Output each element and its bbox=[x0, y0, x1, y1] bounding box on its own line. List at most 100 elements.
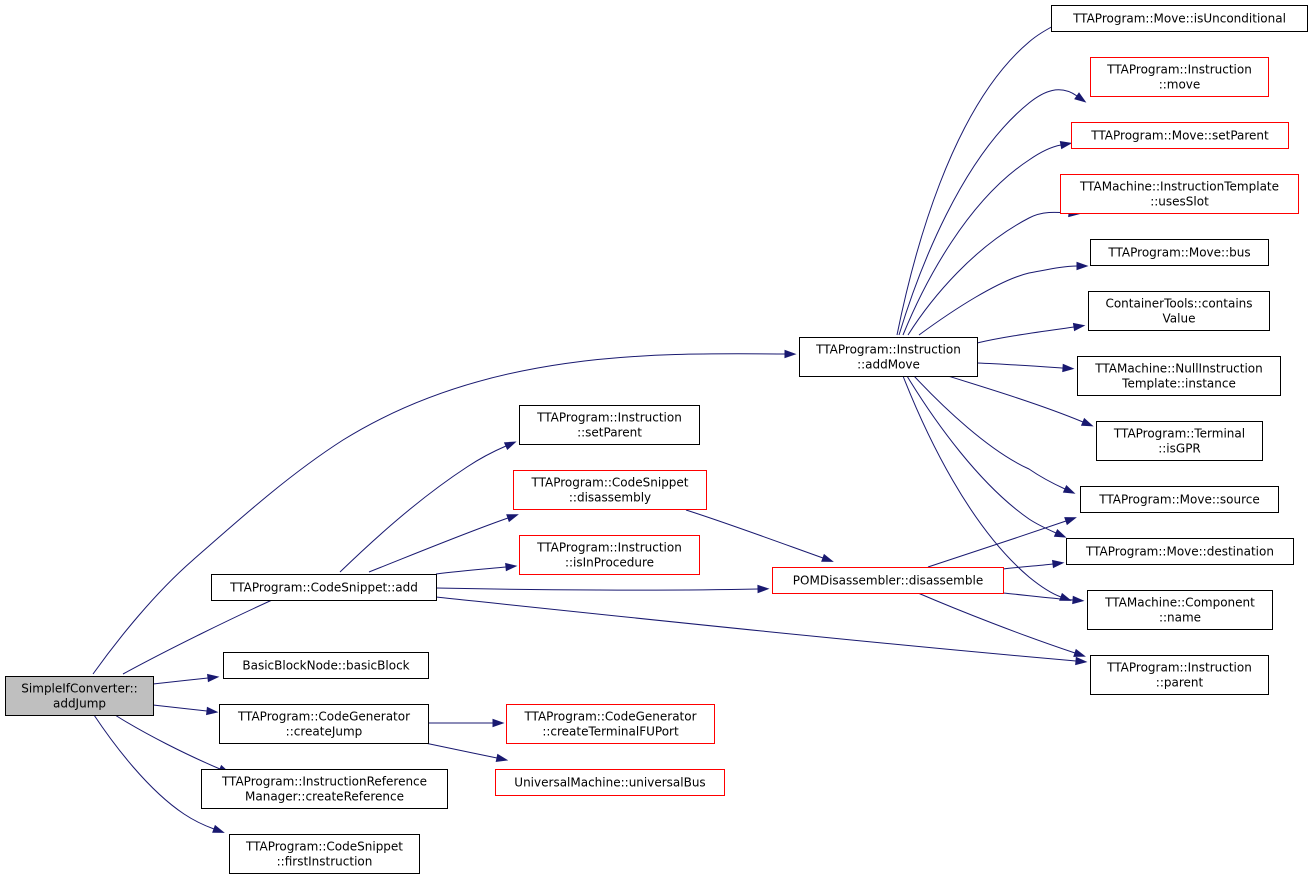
edge-line bbox=[1002, 563, 1054, 570]
edge-line bbox=[152, 677, 209, 685]
node-label-line: ::firstInstruction bbox=[277, 855, 373, 869]
node-box bbox=[1080, 486, 1279, 513]
edge-root-to-bb bbox=[152, 673, 220, 685]
edge-line bbox=[435, 587, 759, 591]
node-label-line: ::createTerminalFUPort bbox=[542, 725, 679, 739]
node-box bbox=[1090, 57, 1269, 97]
edge-pom-to-comp_name bbox=[1002, 592, 1085, 605]
edge-line bbox=[685, 509, 824, 559]
edge-line bbox=[114, 714, 221, 770]
node-label-line: ::isGPR bbox=[1158, 442, 1201, 456]
node-pom[interactable]: POMDisassembler::disassemble bbox=[772, 567, 1004, 594]
node-inst-move[interactable]: TTAProgram::Instruction::move bbox=[1090, 57, 1269, 97]
node-bb[interactable]: BasicBlockNode::basicBlock bbox=[223, 652, 429, 679]
node-label-line: ::usesSlot bbox=[1150, 195, 1209, 209]
edge-root-to-irm bbox=[114, 714, 231, 774]
edge-cs_add-to-pom bbox=[435, 584, 770, 594]
node-label-line: ::createJump bbox=[286, 725, 363, 739]
node-label-line: TTAMachine::Component bbox=[1104, 596, 1255, 610]
edge-addmove-to-move_bus bbox=[918, 261, 1089, 336]
edge-line bbox=[976, 326, 1075, 344]
edge-cg_jump-to-cg_term bbox=[428, 718, 505, 728]
node-cg-term[interactable]: TTAProgram::CodeGenerator::createTermina… bbox=[506, 704, 715, 744]
arrowhead bbox=[1075, 656, 1088, 666]
node-label-line: BasicBlockNode::basicBlock bbox=[242, 659, 409, 673]
edge-line bbox=[92, 353, 786, 675]
edge-addmove-to-comp_name bbox=[902, 375, 1072, 601]
edge-line bbox=[898, 89, 1078, 336]
node-isgpr[interactable]: TTAProgram::Terminal::isGPR bbox=[1096, 421, 1263, 461]
node-label-line: TTAProgram::InstructionReference bbox=[221, 775, 427, 789]
node-move-bus[interactable]: TTAProgram::Move::bus bbox=[1090, 239, 1269, 266]
edge-cs_add-to-inproc bbox=[435, 562, 518, 575]
node-label-line: SimpleIfConverter:: bbox=[21, 682, 137, 696]
edge-line bbox=[917, 592, 1076, 654]
edge-line bbox=[339, 445, 507, 573]
edge-line bbox=[906, 375, 1057, 534]
arrowhead bbox=[821, 553, 834, 562]
arrowhead bbox=[757, 584, 770, 594]
arrowhead bbox=[505, 562, 518, 572]
node-label-line: ::name bbox=[1159, 611, 1201, 625]
arrowhead bbox=[206, 706, 219, 716]
node-move-setparent[interactable]: TTAProgram::Move::setParent bbox=[1071, 122, 1289, 149]
node-label-line: ContainerTools::contains bbox=[1105, 297, 1252, 311]
edge-addmove-to-isgpr bbox=[947, 375, 1094, 427]
edge-pom-to-source bbox=[927, 517, 1077, 568]
node-box bbox=[1060, 174, 1299, 214]
edge-line bbox=[896, 24, 1056, 336]
edge-addmove-to-dest bbox=[906, 375, 1067, 538]
node-inst-setparent[interactable]: TTAProgram::Instruction::setParent bbox=[519, 405, 700, 445]
node-label-line: ::isInProcedure bbox=[565, 556, 654, 570]
node-box bbox=[519, 405, 700, 445]
node-first[interactable]: TTAProgram::CodeSnippet::firstInstructio… bbox=[229, 834, 420, 874]
edge-line bbox=[918, 265, 1078, 336]
edge-addmove-to-isuncond bbox=[896, 19, 1066, 336]
node-label-line: addJump bbox=[53, 697, 106, 711]
node-isuncond[interactable]: TTAProgram::Move::isUnconditional bbox=[1051, 5, 1308, 32]
edge-root-to-cg_jump bbox=[152, 704, 219, 716]
arrowhead bbox=[1053, 528, 1067, 538]
node-label-line: TTAProgram::Move::setParent bbox=[1090, 129, 1269, 143]
edge-pom-to-inst_parent bbox=[917, 592, 1086, 657]
edge-addmove-to-source bbox=[913, 375, 1076, 494]
arrowhead bbox=[503, 441, 517, 451]
node-box bbox=[201, 769, 448, 809]
node-dest[interactable]: TTAProgram::Move::destination bbox=[1066, 538, 1294, 565]
node-inproc[interactable]: TTAProgram::Instruction::isInProcedure bbox=[519, 535, 700, 575]
node-label-line: TTAProgram::Move::source bbox=[1098, 493, 1260, 507]
node-label-line: TTAProgram::CodeSnippet::add bbox=[229, 581, 418, 595]
node-box bbox=[799, 337, 978, 377]
edge-line bbox=[927, 520, 1067, 568]
node-ubus[interactable]: UniversalMachine::universalBus bbox=[495, 769, 725, 796]
node-inst-parent[interactable]: TTAProgram::Instruction::parent bbox=[1090, 655, 1269, 695]
edges-layer bbox=[92, 19, 1094, 833]
edge-line bbox=[93, 714, 215, 830]
node-nullit[interactable]: TTAMachine::NullInstructionTemplate::ins… bbox=[1077, 356, 1281, 396]
node-label-line: Template::instance bbox=[1121, 377, 1236, 391]
node-box bbox=[219, 704, 429, 744]
node-comp-name[interactable]: TTAMachine::Component::name bbox=[1087, 590, 1273, 630]
edge-root-to-addmove bbox=[92, 349, 797, 675]
node-label-line: TTAProgram::Instruction bbox=[1106, 63, 1252, 77]
node-cs-add[interactable]: TTAProgram::CodeSnippet::add bbox=[211, 574, 437, 601]
node-addmove[interactable]: TTAProgram::Instruction::addMove bbox=[799, 337, 978, 377]
node-cs-disasm[interactable]: TTAProgram::CodeSnippet::disassembly bbox=[513, 470, 707, 510]
node-label-line: ::addMove bbox=[857, 358, 920, 372]
node-source[interactable]: TTAProgram::Move::source bbox=[1080, 486, 1279, 513]
arrowhead bbox=[492, 718, 505, 728]
edge-line bbox=[913, 375, 1066, 490]
node-cg-jump[interactable]: TTAProgram::CodeGenerator::createJump bbox=[219, 704, 429, 744]
node-box bbox=[772, 567, 1004, 594]
node-root[interactable]: SimpleIfConverter::addJump bbox=[5, 676, 154, 716]
node-usesslot[interactable]: TTAMachine::InstructionTemplate::usesSlo… bbox=[1060, 174, 1299, 214]
edge-addmove-to-move_setparent bbox=[902, 140, 1073, 336]
node-label-line: TTAProgram::Instruction bbox=[1106, 661, 1252, 675]
arrowhead bbox=[207, 673, 220, 683]
node-label-line: TTAProgram::Move::bus bbox=[1107, 246, 1250, 260]
node-irm[interactable]: TTAProgram::InstructionReferenceManager:… bbox=[201, 769, 448, 809]
node-box bbox=[1066, 538, 1294, 565]
edge-line bbox=[976, 362, 1064, 369]
